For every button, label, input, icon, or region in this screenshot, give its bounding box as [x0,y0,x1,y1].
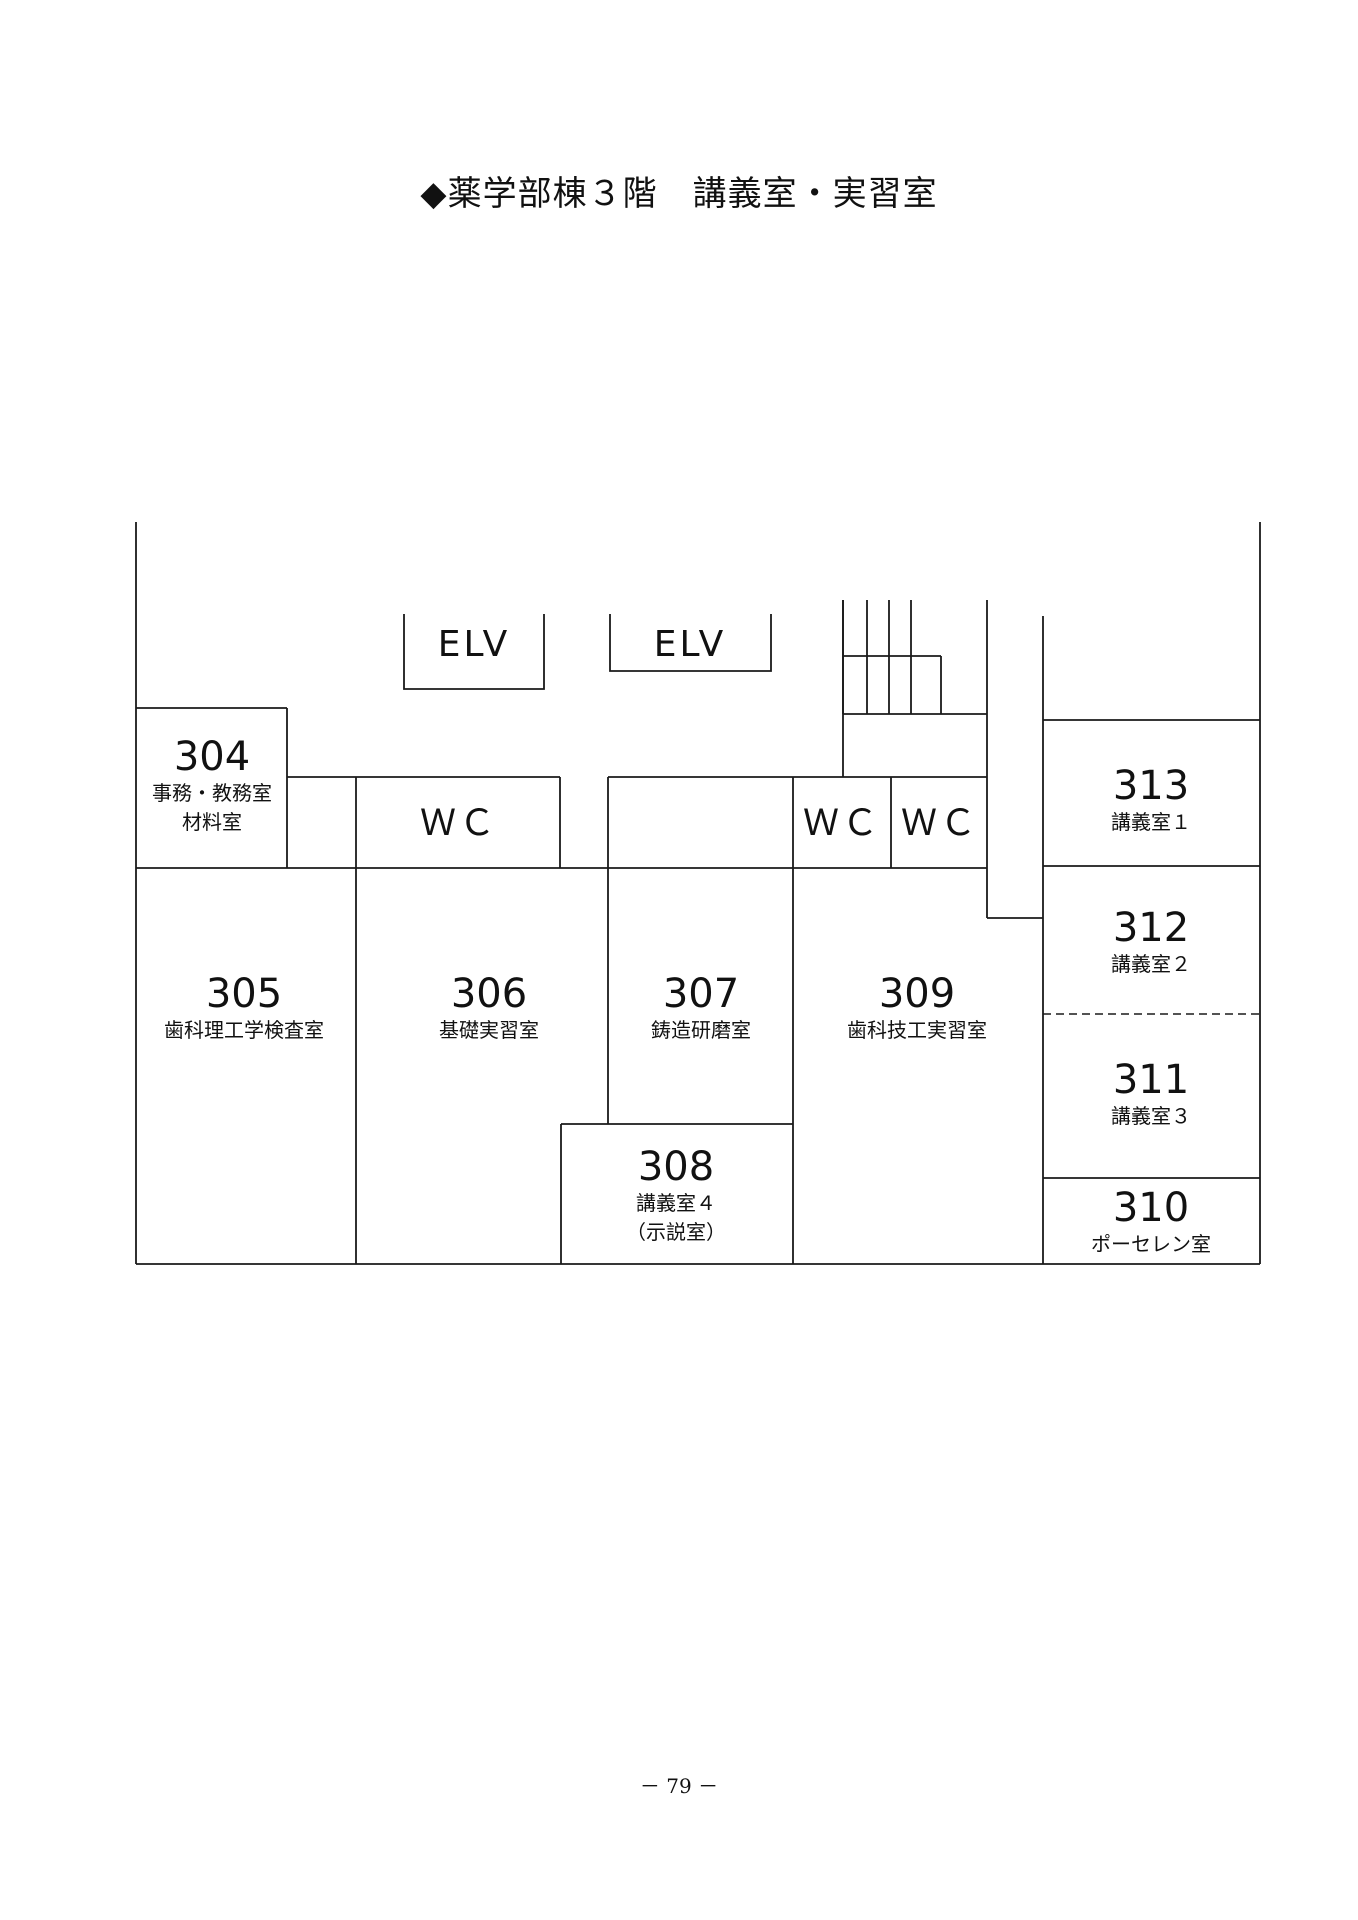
room-name-313-0: 講義室１ [1111,810,1191,834]
room-name-308-0: 講義室４ [636,1191,716,1215]
page-number: － 79 － [639,1774,719,1798]
room-name-312-0: 講義室２ [1111,952,1191,976]
room-name-311-0: 講義室３ [1111,1104,1191,1128]
walls [135,522,1261,1265]
elevator-label-elv-right: ELV [654,624,726,665]
room-number-309: 309 [879,971,955,1017]
room-name-308-1: （示説室） [626,1220,726,1244]
toilet-label-wc-1: ＷＣ [420,803,498,844]
room-number-313: 313 [1113,763,1189,809]
page-title: ◆薬学部棟３階 講義室・実習室 [420,174,938,214]
room-number-312: 312 [1113,905,1189,951]
room-name-306-0: 基礎実習室 [439,1018,539,1042]
room-number-304: 304 [174,734,250,780]
toilet-label-wc-3: ＷＣ [901,803,979,844]
elevator-label-elv-left: ELV [438,624,510,665]
room-name-310-0: ポーセレン室 [1091,1232,1211,1256]
room-name-305-0: 歯科理工学検査室 [164,1018,324,1042]
room-name-304-1: 材料室 [182,810,242,834]
room-number-306: 306 [451,971,527,1017]
room-number-307: 307 [663,971,739,1017]
room-name-309-0: 歯科技工実習室 [847,1018,987,1042]
room-number-308: 308 [638,1144,714,1190]
room-number-311: 311 [1113,1057,1189,1103]
room-name-304-0: 事務・教務室 [152,781,272,805]
toilet-label-wc-2: ＷＣ [803,803,881,844]
room-name-307-0: 鋳造研磨室 [651,1018,751,1042]
staircase [842,600,987,715]
room-number-310: 310 [1113,1185,1189,1231]
room-number-305: 305 [206,971,282,1017]
